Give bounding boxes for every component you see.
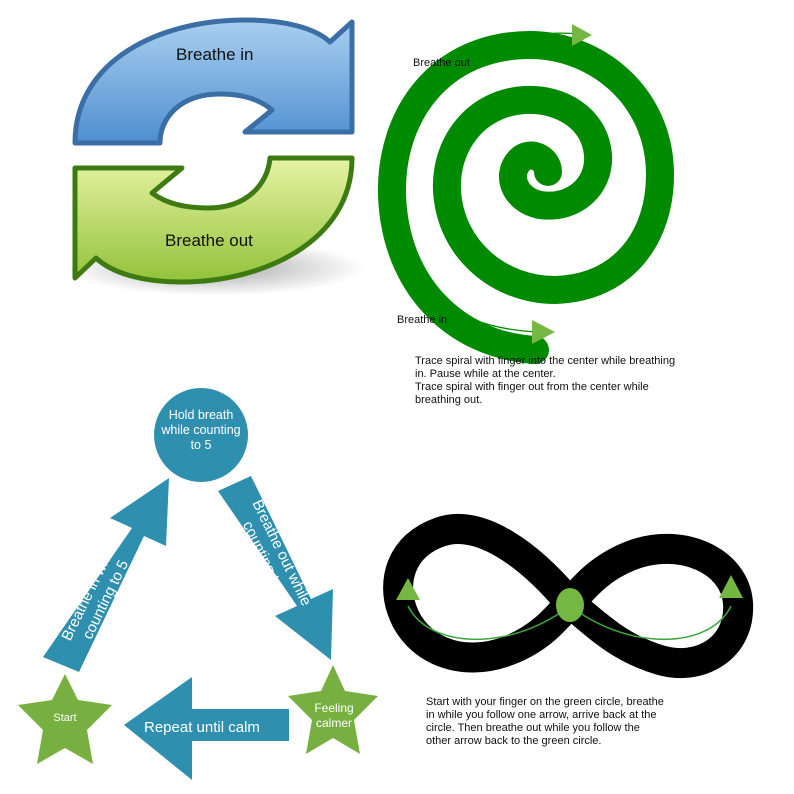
left-arrowhead [396, 578, 420, 600]
repeat-until-calm-label: Repeat until calm [144, 719, 260, 736]
start-star [18, 674, 112, 764]
breathe-in-arrow [72, 17, 355, 146]
spiral-caption-line-2: Trace spiral with finger out from the ce… [415, 381, 649, 406]
breathe-out-curve [473, 32, 581, 69]
repeat-arrow [124, 677, 289, 780]
right-arrowhead [719, 575, 743, 598]
breathe-out-arrowhead [572, 24, 592, 46]
right-arrow-path [579, 605, 732, 640]
feeling-calmer-star [288, 665, 378, 754]
breathe-out-arrow [72, 155, 355, 285]
cycle-breathe-in-label: Breathe in [176, 45, 254, 64]
spiral-caption: Trace spiral with finger into the center… [415, 355, 685, 407]
breathe-in-curve [387, 243, 541, 333]
green-circle [556, 588, 584, 622]
start-label: Start [53, 712, 77, 724]
breathe-in-arrowhead [532, 320, 555, 344]
hold-breath-label: Hold breath while counting to 5 [161, 408, 241, 452]
breathe-in-arrow [43, 478, 169, 672]
feeling-calmer-label: Feeling calmer [314, 701, 354, 730]
breathe-out-arrow [218, 476, 333, 660]
hold-breath-circle [154, 388, 248, 482]
spiral-breathe-out-label: Breathe out [413, 57, 470, 69]
spiral-breathe-in-label: Breathe in [397, 314, 448, 326]
left-arrow-path [407, 605, 561, 640]
spiral [377, 30, 675, 364]
spiral-caption-line-1: Trace spiral with finger into the center… [415, 355, 676, 380]
cycle-breathe-out-label: Breathe out [165, 231, 253, 250]
infinity-caption: Start with your finger on the green circ… [426, 696, 664, 747]
